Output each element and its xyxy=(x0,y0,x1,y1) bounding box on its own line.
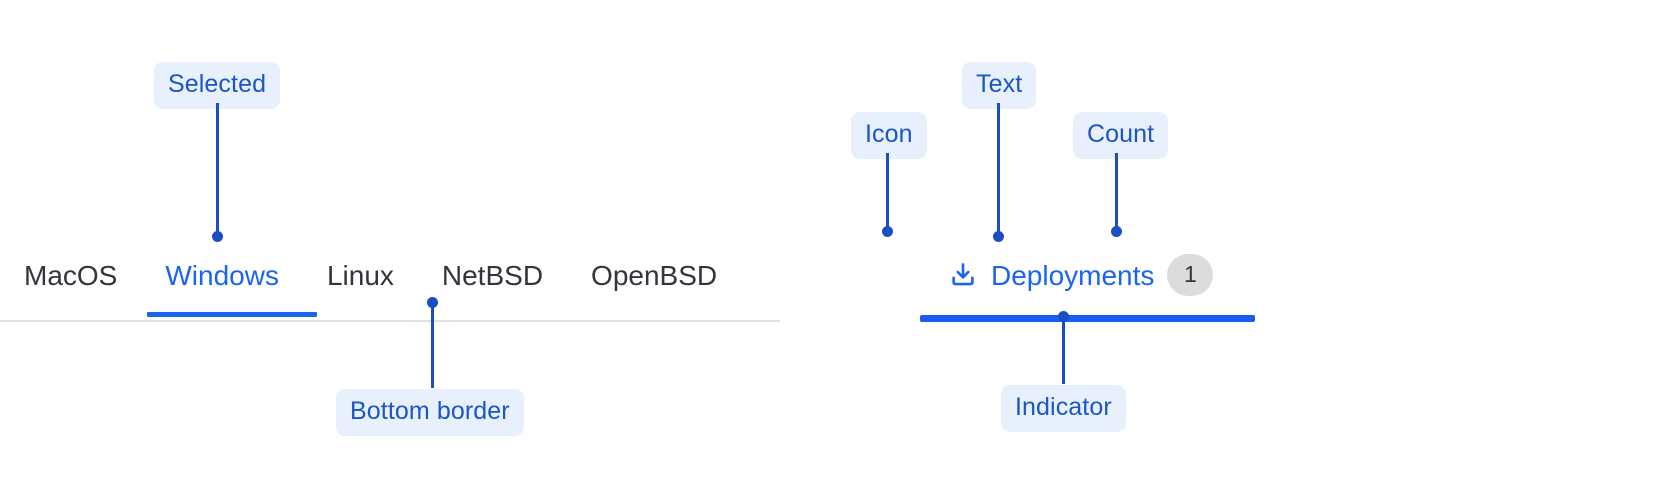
deployments-tab-label: Deployments xyxy=(991,259,1155,291)
tab-openbsd[interactable]: OpenBSD xyxy=(591,260,718,291)
annotation-count-dot xyxy=(1111,226,1122,237)
deployments-tab[interactable]: Deployments 1 xyxy=(920,250,1280,322)
deployments-count-badge: 1 xyxy=(1167,254,1214,296)
annotation-selected-connector xyxy=(216,103,219,236)
tab-macos[interactable]: MacOS xyxy=(24,260,118,291)
tab-windows[interactable]: Windows xyxy=(165,260,279,291)
annotation-selected-dot xyxy=(212,231,223,242)
annotation-text: Text xyxy=(962,62,1037,109)
download-icon xyxy=(948,260,978,290)
annotation-bottom-border-connector xyxy=(431,302,434,388)
annotation-bottom-border: Bottom border xyxy=(336,389,524,436)
annotation-indicator-connector xyxy=(1062,316,1065,384)
tab-list: MacOS Windows Linux NetBSD OpenBSD xyxy=(0,250,741,293)
tab-linux[interactable]: Linux xyxy=(326,260,394,291)
annotation-icon: Icon xyxy=(851,112,927,159)
annotation-indicator: Indicator xyxy=(1001,385,1126,432)
annotation-count: Count xyxy=(1073,112,1169,159)
tab-bottom-border xyxy=(0,320,780,322)
annotation-text-dot xyxy=(993,231,1004,242)
annotation-icon-dot xyxy=(882,226,893,237)
annotation-icon-connector xyxy=(886,153,889,231)
tab-netbsd[interactable]: NetBSD xyxy=(441,260,544,291)
tab-strip: MacOS Windows Linux NetBSD OpenBSD xyxy=(0,250,780,322)
annotation-selected: Selected xyxy=(154,62,281,109)
deployments-active-indicator xyxy=(920,315,1255,322)
deployments-tab-content: Deployments 1 xyxy=(948,254,1214,296)
selected-tab-underline xyxy=(147,312,317,317)
annotation-text-connector xyxy=(997,103,1000,236)
annotation-count-connector xyxy=(1115,153,1118,231)
